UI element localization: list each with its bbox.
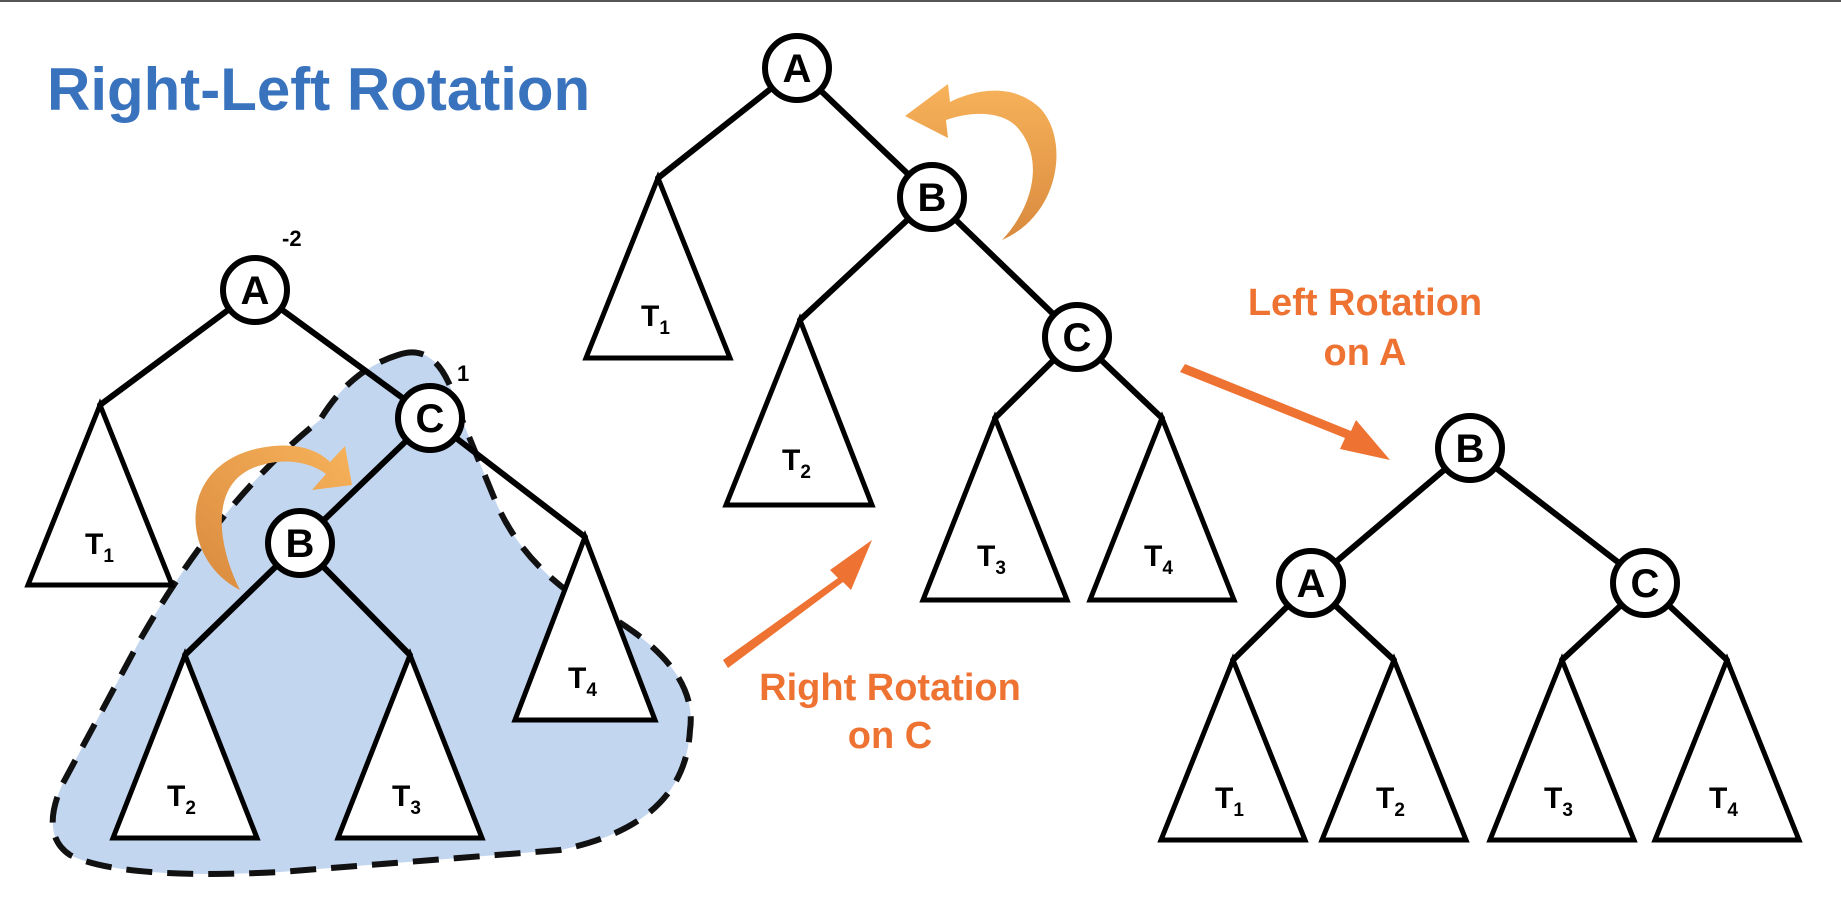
subtree-label: T3 <box>392 780 421 819</box>
balance-factor: -2 <box>282 226 302 251</box>
subtree-label: T2 <box>167 780 196 819</box>
node-circle <box>395 383 465 453</box>
subtree-triangle <box>919 411 1071 603</box>
node-circle <box>1276 548 1346 618</box>
edge-a-c <box>252 287 433 421</box>
node-label: B <box>286 522 315 566</box>
node-label: C <box>1631 562 1660 606</box>
node-circle <box>1042 302 1112 372</box>
node-circle <box>265 508 335 578</box>
subtree-triangle <box>582 171 734 361</box>
curved-rotation-arrow-icon <box>905 84 1057 240</box>
node-circle <box>897 162 967 232</box>
tree-after-right-rotation: T1 T2 T3 T4 A B C <box>582 33 1238 603</box>
node-circle <box>1610 548 1680 618</box>
node-label: A <box>783 47 812 91</box>
edge-b-c <box>1467 445 1648 586</box>
caption-right-rotation-line2: on C <box>848 715 932 757</box>
node-label: A <box>241 269 270 313</box>
subtree-triangle <box>1157 653 1309 843</box>
caption-left-rotation: Left Rotation <box>1248 282 1482 324</box>
node-label: A <box>1297 562 1326 606</box>
caption-right-rotation: Right Rotation <box>759 667 1021 709</box>
subtree-label: T1 <box>641 300 670 339</box>
tree-initial: T1 T4 T2 T3 A C B -2 1 <box>24 226 694 877</box>
node-circle <box>1435 413 1505 483</box>
subtree-triangle <box>511 530 659 723</box>
node-label: C <box>1063 316 1092 360</box>
subtree-label: T3 <box>977 540 1006 579</box>
subtree-label: T2 <box>782 444 811 483</box>
subtree-label: T4 <box>1144 540 1173 579</box>
subtree-label: T4 <box>568 662 597 701</box>
node-label: C <box>416 397 445 441</box>
node-label: B <box>918 176 947 220</box>
subtree-triangle <box>1486 653 1638 843</box>
subtree-label: T1 <box>1215 782 1244 821</box>
left-rotation-arrow-icon <box>1180 364 1390 460</box>
node-circle <box>762 33 832 103</box>
node-circle <box>220 255 290 325</box>
subtree-triangle <box>109 648 261 841</box>
subtree-triangle <box>334 648 486 841</box>
subtree-triangle <box>24 398 176 588</box>
subtree-label: T3 <box>1544 782 1573 821</box>
tree-balanced: T1 T2 T3 T4 B A C <box>1157 413 1803 843</box>
right-rotation-arrow-icon <box>723 540 872 668</box>
subtree-triangle <box>722 313 876 508</box>
subtree-label: T1 <box>85 528 114 567</box>
node-label: B <box>1456 427 1485 471</box>
curved-rotation-arrow-icon <box>195 445 352 590</box>
subtree-label: T4 <box>1709 782 1738 821</box>
subtree-triangle <box>1651 653 1803 843</box>
page-title: Right-Left Rotation <box>47 56 590 123</box>
subtree-label: T2 <box>1376 782 1405 821</box>
balance-factor: 1 <box>457 361 469 386</box>
caption-left-rotation-line2: on A <box>1323 332 1406 374</box>
subtree-triangle <box>1318 653 1470 843</box>
subtree-triangle <box>1086 411 1238 603</box>
